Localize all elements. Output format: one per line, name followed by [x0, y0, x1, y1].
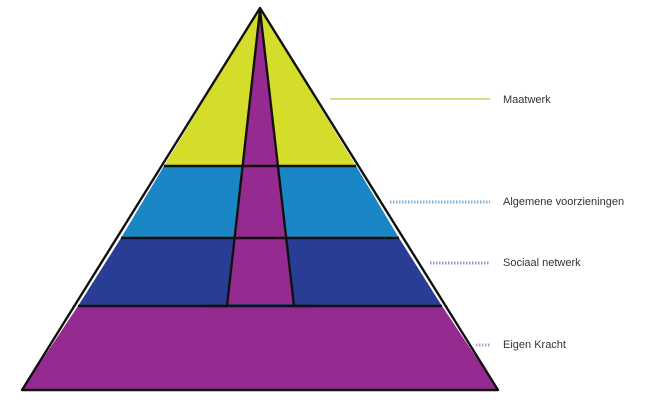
tier-label-sociaal-netwerk: Sociaal netwerk [503, 257, 581, 269]
tier-label-eigen-kracht: Eigen Kracht [503, 339, 566, 351]
tier-label-algemene-voorzieningen: Algemene voorzieningen [503, 196, 625, 208]
tier-label-maatwerk: Maatwerk [503, 94, 551, 106]
tier-eigen-kracht [22, 306, 498, 390]
column-outline [207, 8, 313, 308]
central-column [226, 10, 294, 304]
pyramid-outlines [20, 6, 500, 392]
pyramid-outline [20, 6, 500, 392]
